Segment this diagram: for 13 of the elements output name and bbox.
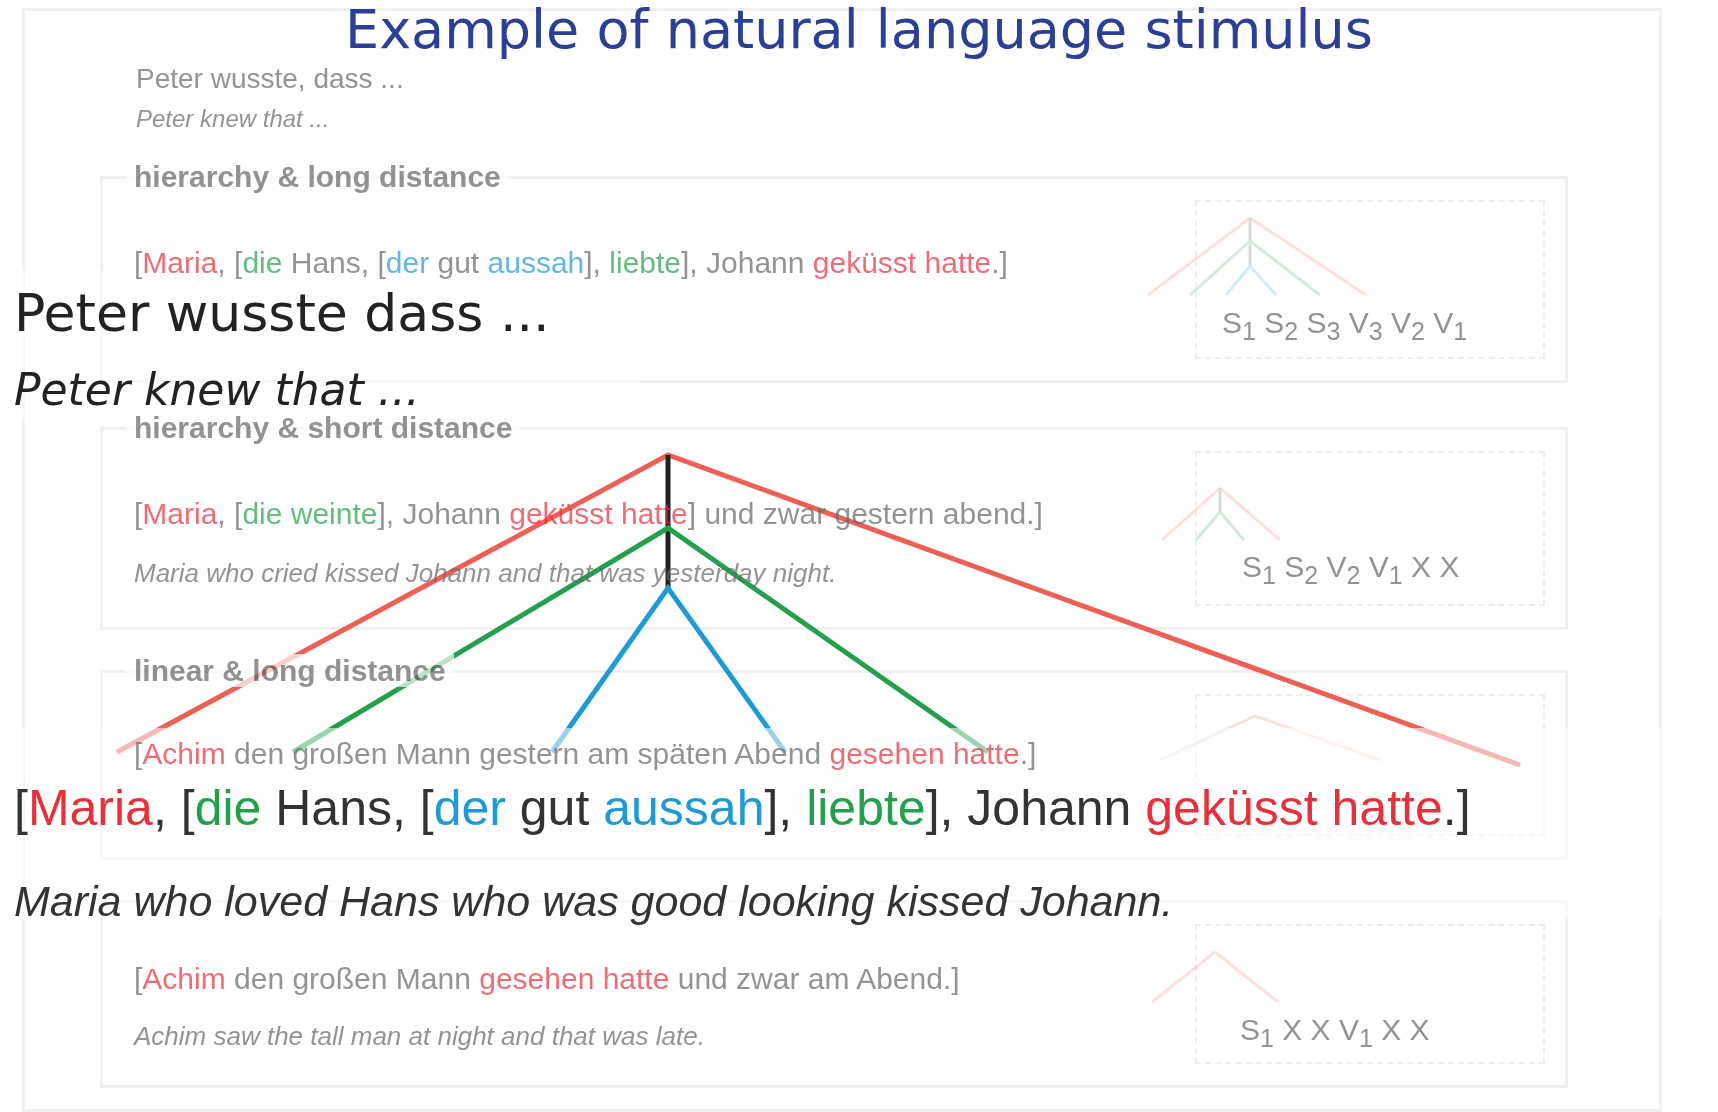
sentence: [Achim den großen Mann gestern am späten Abend gesehen hatte.] <box>134 737 1037 770</box>
sentence: [Maria, [die Hans, [der gut aussah], liebte], Johann geküsst hatte.] <box>134 246 1008 279</box>
translation: Maria who loved Hans who was good looking kissed Johann. <box>14 878 1174 926</box>
tree-label: S$_{1}$ S$_{2}$ S$_{3}$ V$_{3}$ V$_{2}$ V$_{1}$ <box>1222 306 1468 346</box>
translation: Peter knew that ... <box>136 106 330 133</box>
tree-label: S$_{1}$ X X V$_{1}$ X X <box>1240 1013 1430 1053</box>
diagram-title: Example of natural language stimulus <box>344 0 1374 60</box>
translation: Achim saw the tall man at night and that was late. <box>134 1022 705 1051</box>
sentence: Peter wusste, dass ... <box>136 64 404 95</box>
sentence: [Achim den großen Mann gesehen hatte und zwar am Abend.] <box>134 962 960 995</box>
sentence: [Maria, [die Hans, [der gut aussah], liebte], Johann geküsst hatte.] <box>14 781 1471 836</box>
heading: Peter wusste dass ... <box>14 285 550 343</box>
tree-label: S$_{1}$ S$_{2}$ V$_{2}$ V$_{1}$ X X <box>1242 550 1460 590</box>
